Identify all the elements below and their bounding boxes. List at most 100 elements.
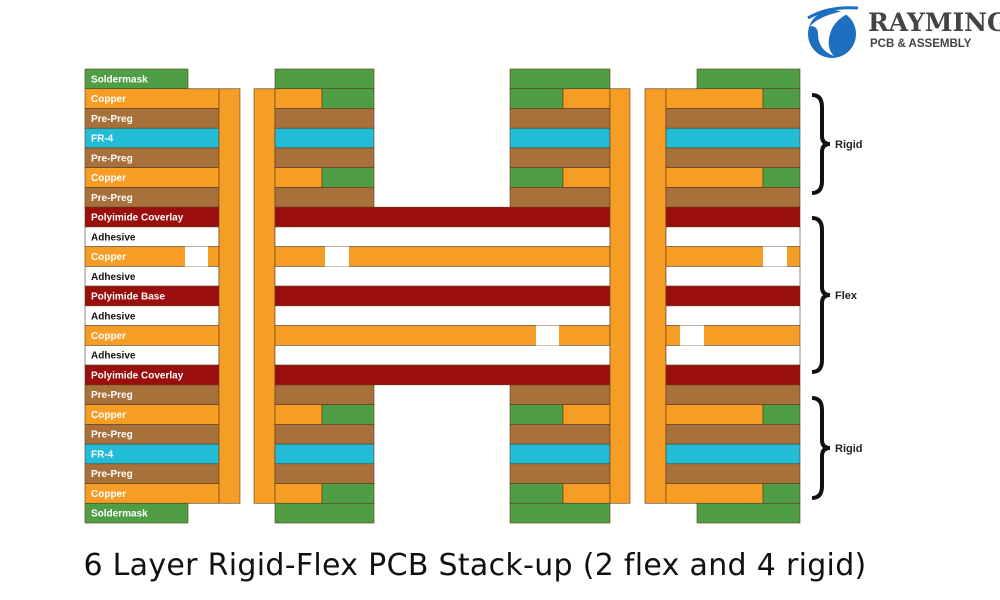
prepreg-layer — [665, 147, 801, 169]
fr4-layer — [665, 443, 801, 465]
prepreg-layer — [665, 384, 801, 405]
layer-label: FR-4 — [91, 449, 114, 460]
fr4-layer — [509, 443, 611, 465]
layer-label: Adhesive — [91, 232, 136, 243]
flex-adhesive-layer — [274, 345, 611, 366]
copper-pad — [562, 483, 611, 504]
prepreg-layer — [274, 108, 375, 129]
fr4-layer — [665, 127, 801, 149]
polyimide-layer — [665, 206, 801, 228]
adhesive-layer — [665, 305, 801, 326]
brand-tagline: PCB & ASSEMBLY — [870, 38, 972, 50]
polyimide-layer — [665, 285, 801, 307]
globe-logo-icon — [807, 6, 859, 58]
soldermask-layer — [509, 88, 564, 109]
prepreg-layer — [509, 187, 611, 208]
adhesive-layer — [665, 266, 801, 287]
copper-pad — [274, 167, 323, 188]
soldermask-layer — [509, 167, 564, 188]
layer-label: Copper — [91, 173, 126, 184]
layer-label: Soldermask — [91, 509, 148, 520]
fr4-layer — [274, 443, 375, 465]
layer-label: Polyimide Base — [91, 292, 165, 303]
soldermask-layer — [321, 88, 375, 109]
copper-pad — [562, 88, 611, 109]
copper-pad — [274, 404, 323, 425]
soldermask-layer — [509, 483, 564, 504]
prepreg-layer — [274, 187, 375, 208]
copper-pad — [562, 167, 611, 188]
via-barrel — [644, 88, 667, 504]
copper-gap — [680, 325, 704, 346]
flex-polyimide-layer — [274, 206, 611, 228]
layer-label: Copper — [91, 489, 126, 500]
prepreg-layer — [665, 424, 801, 445]
rayming-logo: RAYMING PCB & ASSEMBLY — [800, 2, 1000, 58]
prepreg-layer — [274, 424, 375, 445]
prepreg-layer — [274, 463, 375, 484]
copper-gap — [763, 246, 787, 267]
layer-label: Pre-Preg — [91, 430, 133, 441]
soldermask-layer — [762, 167, 801, 188]
soldermask-layer — [509, 404, 564, 425]
via-barrel — [253, 88, 276, 504]
soldermask-layer — [274, 68, 375, 90]
soldermask-layer — [762, 483, 801, 504]
soldermask-layer — [509, 68, 611, 90]
region-label: Flex — [835, 290, 858, 302]
layer-label: Adhesive — [91, 311, 136, 322]
copper-pad — [665, 88, 764, 109]
soldermask-layer — [696, 502, 801, 524]
prepreg-layer — [509, 463, 611, 484]
copper-pad — [665, 167, 764, 188]
soldermask-layer — [321, 167, 375, 188]
via-barrel — [609, 88, 631, 504]
prepreg-layer — [509, 108, 611, 129]
fr4-layer — [274, 127, 375, 149]
adhesive-layer — [665, 226, 801, 247]
prepreg-layer — [665, 187, 801, 208]
layer-label: Adhesive — [91, 272, 136, 283]
prepreg-layer — [665, 463, 801, 484]
layer-label: Pre-Preg — [91, 153, 133, 164]
layer-label: Copper — [91, 252, 126, 263]
layer-label: Copper — [91, 410, 126, 421]
copper-gap — [185, 246, 208, 267]
layer-label: FR-4 — [91, 134, 114, 145]
copper-pad — [665, 483, 764, 504]
flex-adhesive-layer — [274, 266, 611, 287]
polyimide-layer — [665, 364, 801, 386]
adhesive-layer — [665, 345, 801, 366]
copper-pad — [274, 88, 323, 109]
soldermask-layer — [696, 68, 801, 90]
soldermask-layer — [321, 404, 375, 425]
layer-label: Adhesive — [91, 351, 136, 362]
diagram-caption: 6 Layer Rigid-Flex PCB Stack-up (2 flex … — [83, 548, 867, 583]
via-barrel — [218, 88, 241, 504]
soldermask-layer — [274, 502, 375, 524]
region-label: Rigid — [835, 139, 863, 151]
prepreg-layer — [509, 424, 611, 445]
brace-icon — [811, 93, 831, 195]
prepreg-layer — [665, 108, 801, 129]
copper-pad — [274, 483, 323, 504]
fr4-layer — [509, 127, 611, 149]
layer-label: Pre-Preg — [91, 114, 133, 125]
layer-label: Copper — [91, 94, 126, 105]
brace-icon — [811, 396, 831, 500]
flex-adhesive-layer — [274, 226, 611, 247]
region-label: Rigid — [835, 443, 863, 455]
layer-label: Polyimide Coverlay — [91, 370, 184, 381]
soldermask-layer — [762, 88, 801, 109]
soldermask-layer — [321, 483, 375, 504]
copper-pad — [562, 404, 611, 425]
layer-label: Pre-Preg — [91, 469, 133, 480]
soldermask-layer — [762, 404, 801, 425]
copper-gap — [325, 246, 349, 267]
soldermask-layer — [509, 502, 611, 524]
layer-label: Soldermask — [91, 74, 148, 85]
prepreg-layer — [509, 384, 611, 405]
layer-label: Copper — [91, 331, 126, 342]
flex-polyimide-layer — [274, 285, 611, 307]
prepreg-layer — [274, 384, 375, 405]
